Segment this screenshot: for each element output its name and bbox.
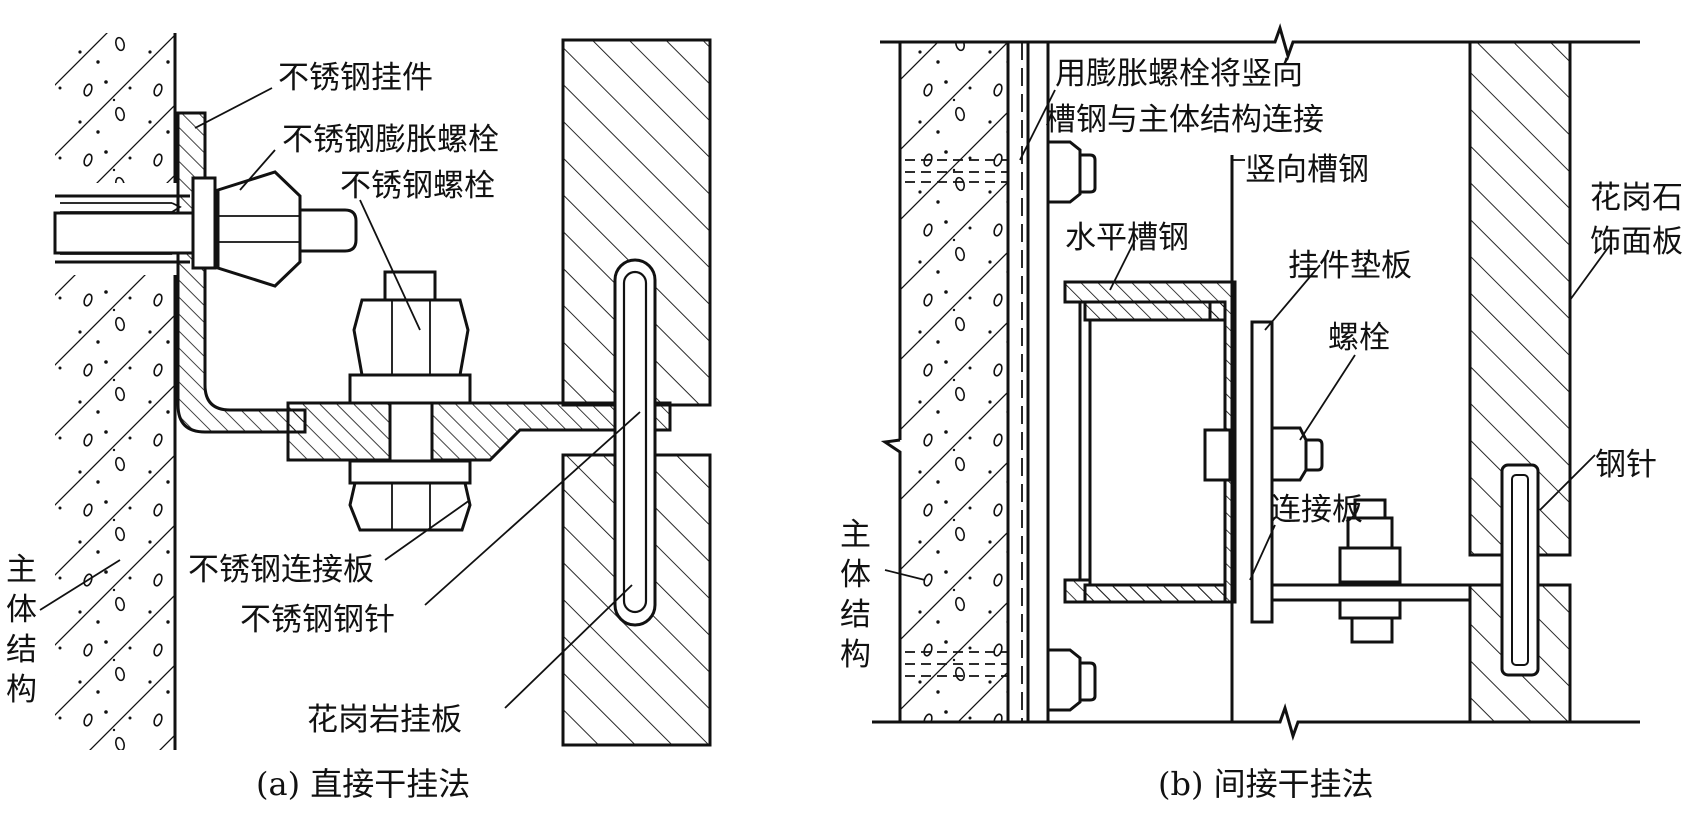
label-horizontal-channel: 水平槽钢 [1065, 220, 1189, 256]
label-main-structure-a-1: 主 [6, 552, 37, 588]
bottom-border-b [872, 703, 1640, 741]
hanger-pad [1250, 320, 1274, 624]
label-vertical-channel: 竖向槽钢 [1245, 152, 1369, 188]
label-granite-panel-a: 花岗岩挂板 [307, 702, 462, 738]
label-granite-facing-1: 花岗石 [1590, 180, 1683, 216]
expansion-bolt-a [53, 170, 358, 288]
label-bolt-a: 不锈钢螺栓 [340, 168, 495, 204]
label-connection-plate-a: 不锈钢连接板 [188, 552, 374, 588]
label-main-structure-b-3: 结 [840, 597, 871, 633]
figure-b: 用膨胀螺栓将竖向 槽钢与主体结构连接 竖向槽钢 水平槽钢 挂件垫板 螺栓 连接板… [840, 23, 1683, 803]
label-main-structure-b-4: 构 [840, 637, 871, 673]
label-main-structure-b-1: 主 [840, 517, 871, 553]
label-main-structure-a-2: 体 [6, 592, 37, 628]
label-main-structure-a-4: 构 [6, 672, 37, 708]
label-steel-pin-a: 不锈钢钢针 [240, 602, 395, 638]
bolt-b-1 [1203, 426, 1324, 482]
label-expansion-note-1: 用膨胀螺栓将竖向 [1055, 56, 1303, 92]
label-bolt-b: 螺栓 [1328, 320, 1390, 356]
label-connection-plate-b: 连接板 [1270, 492, 1363, 528]
label-granite-facing-2: 饰面板 [1590, 224, 1683, 260]
stainless-connection-plate [286, 401, 672, 462]
leaders-b [884, 89, 1611, 581]
main-structure-wall-b [880, 42, 1023, 722]
figure-a: 不锈钢挂件 不锈钢膨胀螺栓 不锈钢螺栓 不锈钢连接板 不锈钢钢针 花岗岩挂板 主… [6, 33, 712, 803]
top-border-b [880, 23, 1640, 61]
caption-a: (a) 直接干挂法 [256, 765, 470, 803]
label-hanger-a: 不锈钢挂件 [278, 60, 433, 96]
stainless-bolt-a [348, 270, 472, 532]
label-steel-pin-b: 钢针 [1595, 447, 1657, 483]
expansion-bolt-b-bottom [1046, 648, 1097, 712]
label-main-structure-a-3: 结 [6, 632, 37, 668]
label-expansion-bolt-a: 不锈钢膨胀螺栓 [282, 122, 499, 158]
label-main-structure-b-2: 体 [840, 557, 871, 593]
label-hanger-pad: 挂件垫板 [1288, 248, 1412, 284]
label-expansion-note-2: 槽钢与主体结构连接 [1045, 102, 1324, 138]
granite-facing-b [1468, 40, 1572, 724]
granite-panel-a [561, 38, 712, 747]
main-structure-wall-a [55, 33, 190, 750]
expansion-bolt-b-top [1046, 140, 1097, 204]
leaders-a [39, 87, 641, 709]
caption-b: (b) 间接干挂法 [1158, 765, 1374, 803]
